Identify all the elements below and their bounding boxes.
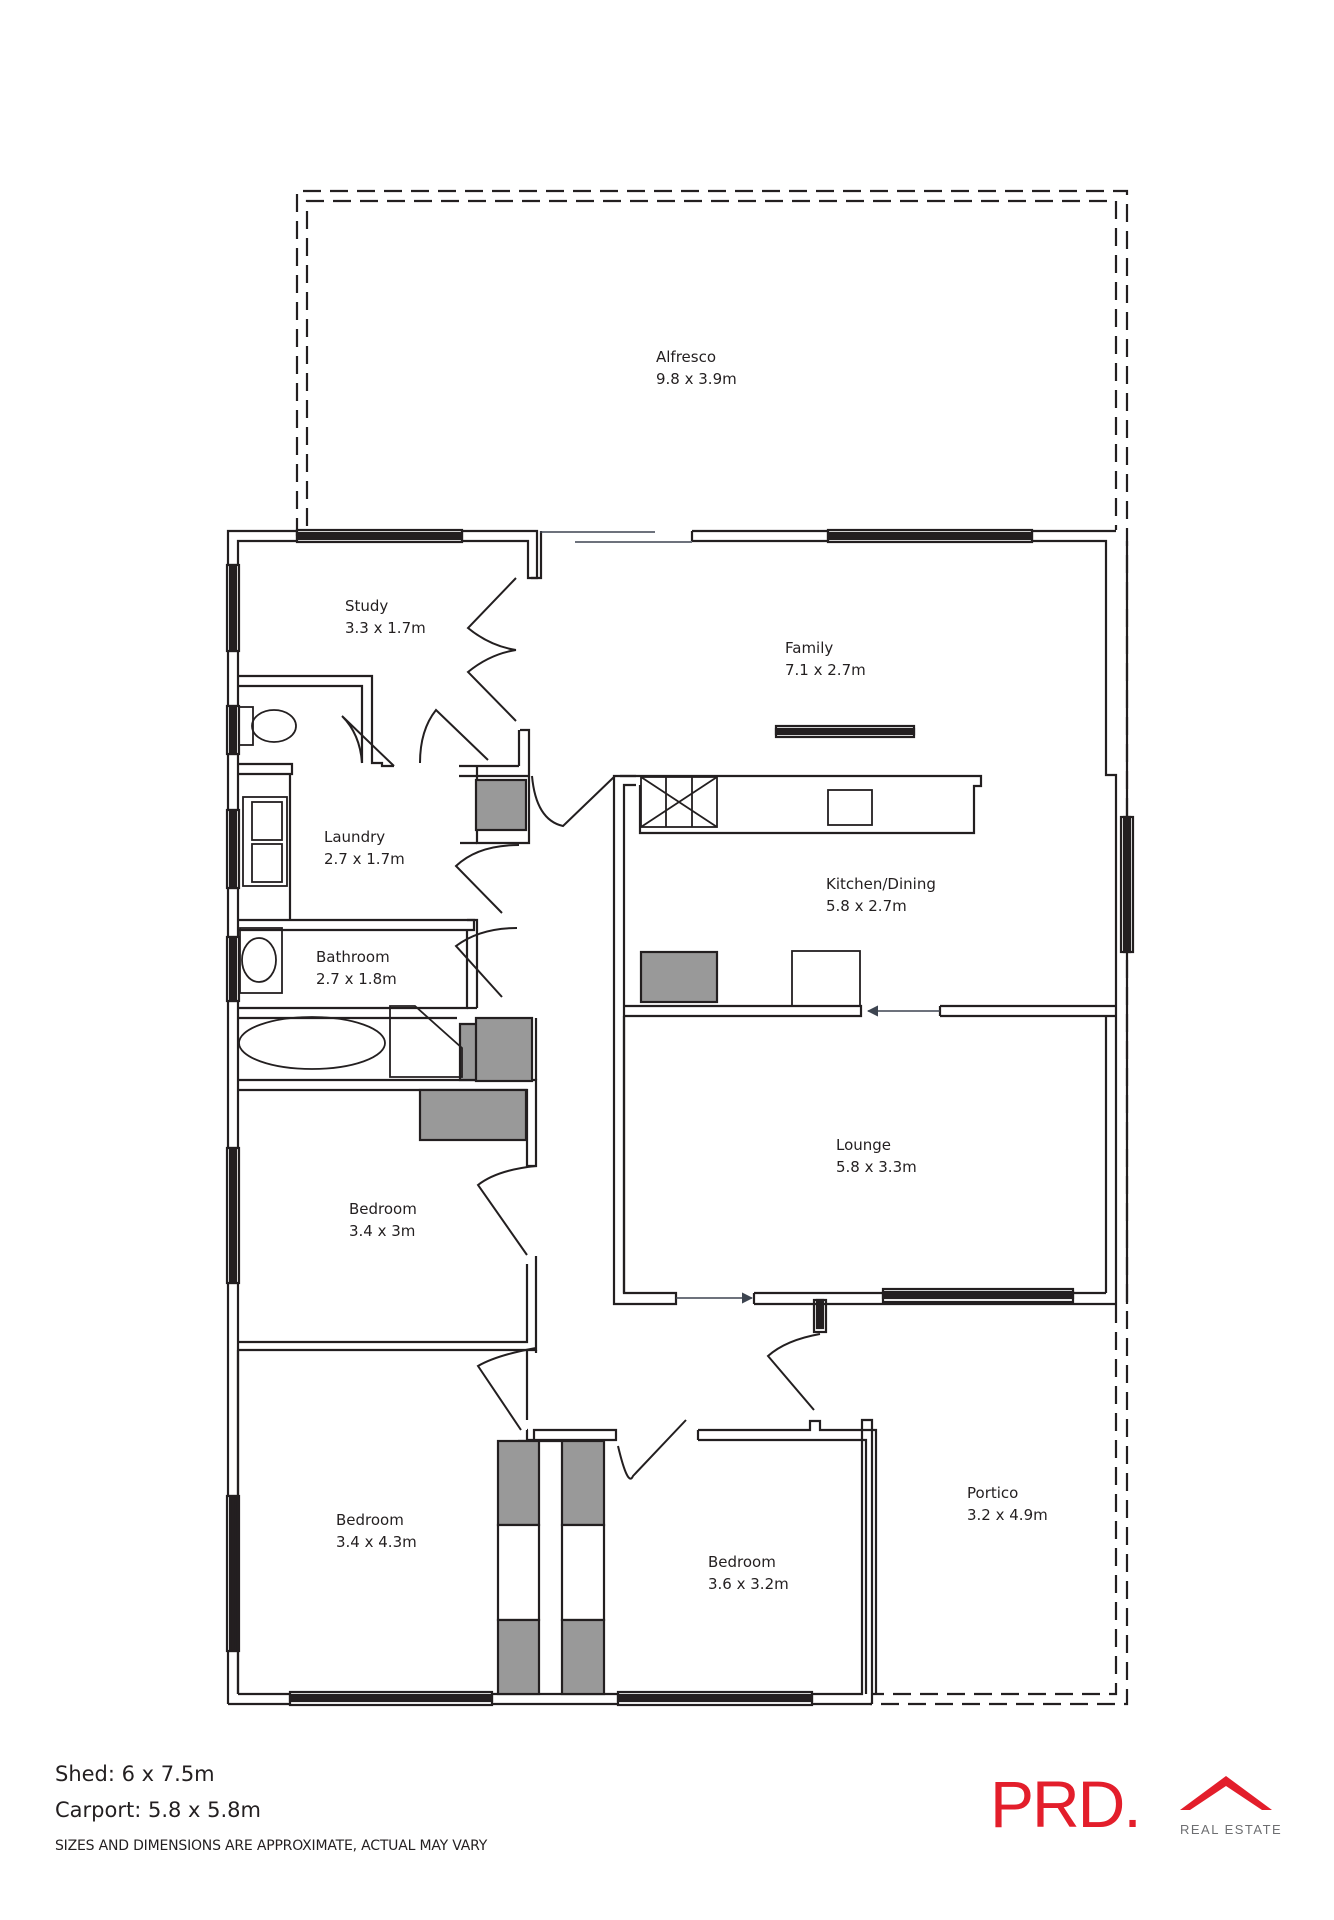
alfresco-outline — [295, 189, 1129, 1706]
room-label-kitchen-dining: Kitchen/Dining 5.8 x 2.7m — [826, 875, 936, 915]
room-label-study: Study 3.3 x 1.7m — [345, 597, 426, 637]
logo-brand: PRD. — [990, 1767, 1142, 1841]
house-roof-icon — [1180, 1776, 1272, 1810]
fixtures — [238, 706, 873, 1078]
room-label-portico: Portico 3.2 x 4.9m — [967, 1484, 1048, 1524]
room-label-family: Family 7.1 x 2.7m — [785, 639, 866, 679]
sliding-arrows — [676, 1005, 940, 1304]
room-label-bedroom-3: Bedroom 3.6 x 3.2m — [708, 1553, 789, 1593]
room-label-alfresco: Alfresco 9.8 x 3.9m — [656, 348, 737, 388]
room-label-bedroom-1: Bedroom 3.4 x 4.3m — [336, 1511, 417, 1551]
bedroom-walls — [496, 1419, 878, 1696]
doors — [341, 577, 821, 1480]
windows — [225, 528, 1135, 1707]
interior-walls-left — [236, 674, 538, 1694]
kitchen-lounge-walls — [612, 774, 1116, 1306]
room-label-bedroom-2: Bedroom 3.4 x 3m — [349, 1200, 417, 1240]
room-label-laundry: Laundry 2.7 x 1.7m — [324, 828, 405, 868]
disclaimer: SIZES AND DIMENSIONS ARE APPROXIMATE, AC… — [55, 1838, 488, 1854]
room-label-lounge: Lounge 5.8 x 3.3m — [836, 1136, 917, 1176]
logo-subtitle: REAL ESTATE — [1180, 1822, 1283, 1837]
sliding-door — [540, 531, 692, 543]
cupboards — [418, 778, 719, 1142]
room-label-bathroom: Bathroom 2.7 x 1.8m — [316, 948, 397, 988]
shed-dimensions: Shed: 6 x 7.5m — [55, 1762, 215, 1786]
prd-logo: PRD. REAL ESTATE — [990, 1767, 1290, 1842]
carport-dimensions: Carport: 5.8 x 5.8m — [55, 1798, 261, 1822]
